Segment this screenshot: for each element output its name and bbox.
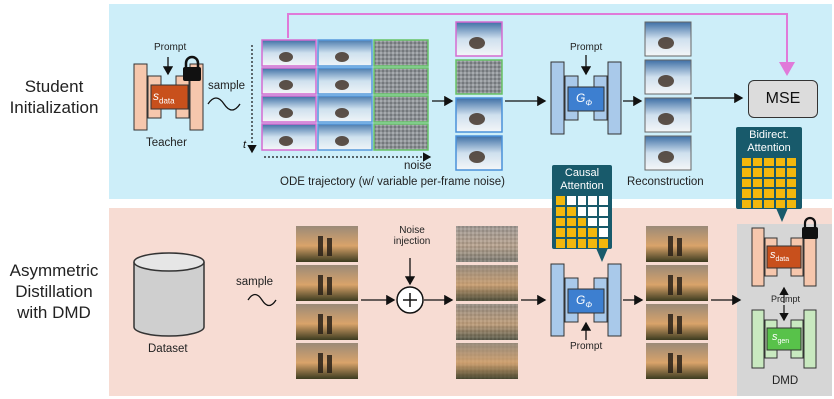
generator-prompt-label-top: Prompt [570,42,603,53]
generator-network-bottom [550,263,622,337]
noise-axis-label: noise [404,160,432,172]
real-score-label: sdata [770,249,790,264]
noise-injection-label: Noise injection [393,225,431,247]
dataset-cylinder-icon [133,252,205,337]
generator-label-top: GΦ [576,91,593,108]
teacher-score-label: sdata [153,89,175,106]
causal-attention-callout: Causal Attention [552,165,612,249]
sample-label-bottom: sample [236,276,274,288]
dmd-label: DMD [772,375,799,387]
dmd-real-score-network [751,227,817,287]
teacher-prompt-label: Prompt [154,42,187,53]
t-axis-label: t [243,139,247,151]
bidirect-attention-callout: Bidirect. Attention [736,127,802,209]
fake-score-label: sgen [772,331,790,346]
bidirect-attention-label: Bidirect. Attention [747,129,791,154]
mse-box: MSE [748,80,818,118]
student-initialization-label: Student Initialization [9,77,99,117]
mse-link [287,13,795,76]
dmd-prompt-label: Prompt [771,294,801,304]
dmd-fake-score-network [751,309,817,369]
selected-frames [455,21,503,171]
causal-attention-grid [556,196,608,248]
reconstruction-label: Reconstruction [627,176,704,188]
dataset-label: Dataset [148,343,188,355]
lock-icon [802,216,818,239]
generator-label-bottom: GΦ [576,293,593,310]
reconstruction-frames [644,21,692,171]
causal-attention-label: Causal Attention [560,167,604,192]
generator-network-top [550,61,622,135]
teacher-label: Teacher [146,137,187,149]
asymmetric-distillation-label: Asymmetric Distillation with DMD [9,261,99,322]
ode-trajectory-grid [261,39,429,151]
wave-icon [207,97,241,111]
bidirect-attention-grid [742,158,796,208]
lock-icon [183,55,201,81]
generator-prompt-label-bottom: Prompt [570,341,603,352]
plus-circle-icon [396,286,424,314]
ode-trajectory-label: ODE trajectory (w/ variable per-frame no… [280,176,505,188]
sample-label-top: sample [208,80,246,92]
noisy-frames [456,226,518,379]
wave-icon [247,293,277,307]
